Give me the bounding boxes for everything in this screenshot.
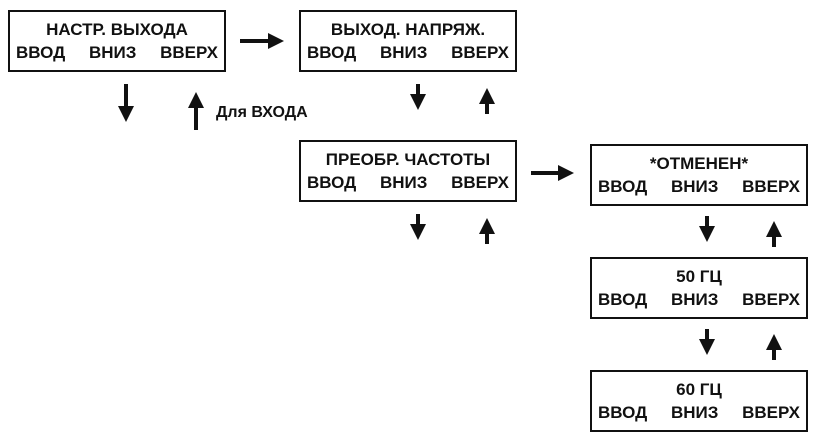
down-button-label: ВНИЗ bbox=[379, 173, 428, 192]
menu-box-title: 60 ГЦ bbox=[676, 380, 722, 399]
up-button-label: ВВЕРХ bbox=[742, 177, 800, 196]
menu-box-title: ПРЕОБР. ЧАСТОТЫ bbox=[325, 150, 491, 169]
menu-box-title: ВЫХОД. НАПРЯЖ. bbox=[330, 20, 486, 39]
menu-box-title: *ОТМЕНЕН* bbox=[649, 154, 749, 173]
down-button-label: ВНИЗ bbox=[379, 43, 428, 62]
down-button-label: ВНИЗ bbox=[670, 290, 719, 309]
enter-button-label: ВВОД bbox=[598, 403, 648, 422]
menu-box-output-settings: НАСТР. ВЫХОДА ВВОД ВНИЗ ВВЕРХ bbox=[8, 10, 226, 72]
menu-box-output-voltage: ВЫХОД. НАПРЯЖ. ВВОД ВНИЗ ВВЕРХ bbox=[299, 10, 517, 72]
up-button-label: ВВЕРХ bbox=[451, 173, 509, 192]
up-button-label: ВВЕРХ bbox=[160, 43, 218, 62]
up-button-label: ВВЕРХ bbox=[451, 43, 509, 62]
down-button-label: ВНИЗ bbox=[670, 403, 719, 422]
enter-button-label: ВВОД bbox=[16, 43, 66, 62]
up-button-label: ВВЕРХ bbox=[742, 403, 800, 422]
menu-box-freq-50: 50 ГЦ ВВОД ВНИЗ ВВЕРХ bbox=[590, 257, 808, 319]
enter-button-label: ВВОД bbox=[598, 177, 648, 196]
for-input-label: Для ВХОДА bbox=[216, 104, 308, 121]
menu-box-title: НАСТР. ВЫХОДА bbox=[46, 20, 188, 39]
down-button-label: ВНИЗ bbox=[88, 43, 137, 62]
enter-button-label: ВВОД bbox=[307, 173, 357, 192]
up-button-label: ВВЕРХ bbox=[742, 290, 800, 309]
enter-button-label: ВВОД bbox=[598, 290, 648, 309]
menu-box-freq-60: 60 ГЦ ВВОД ВНИЗ ВВЕРХ bbox=[590, 370, 808, 432]
enter-button-label: ВВОД bbox=[307, 43, 357, 62]
menu-box-cancelled: *ОТМЕНЕН* ВВОД ВНИЗ ВВЕРХ bbox=[590, 144, 808, 206]
menu-box-title: 50 ГЦ bbox=[676, 267, 722, 286]
down-button-label: ВНИЗ bbox=[670, 177, 719, 196]
menu-box-frequency-converter: ПРЕОБР. ЧАСТОТЫ ВВОД ВНИЗ ВВЕРХ bbox=[299, 140, 517, 202]
